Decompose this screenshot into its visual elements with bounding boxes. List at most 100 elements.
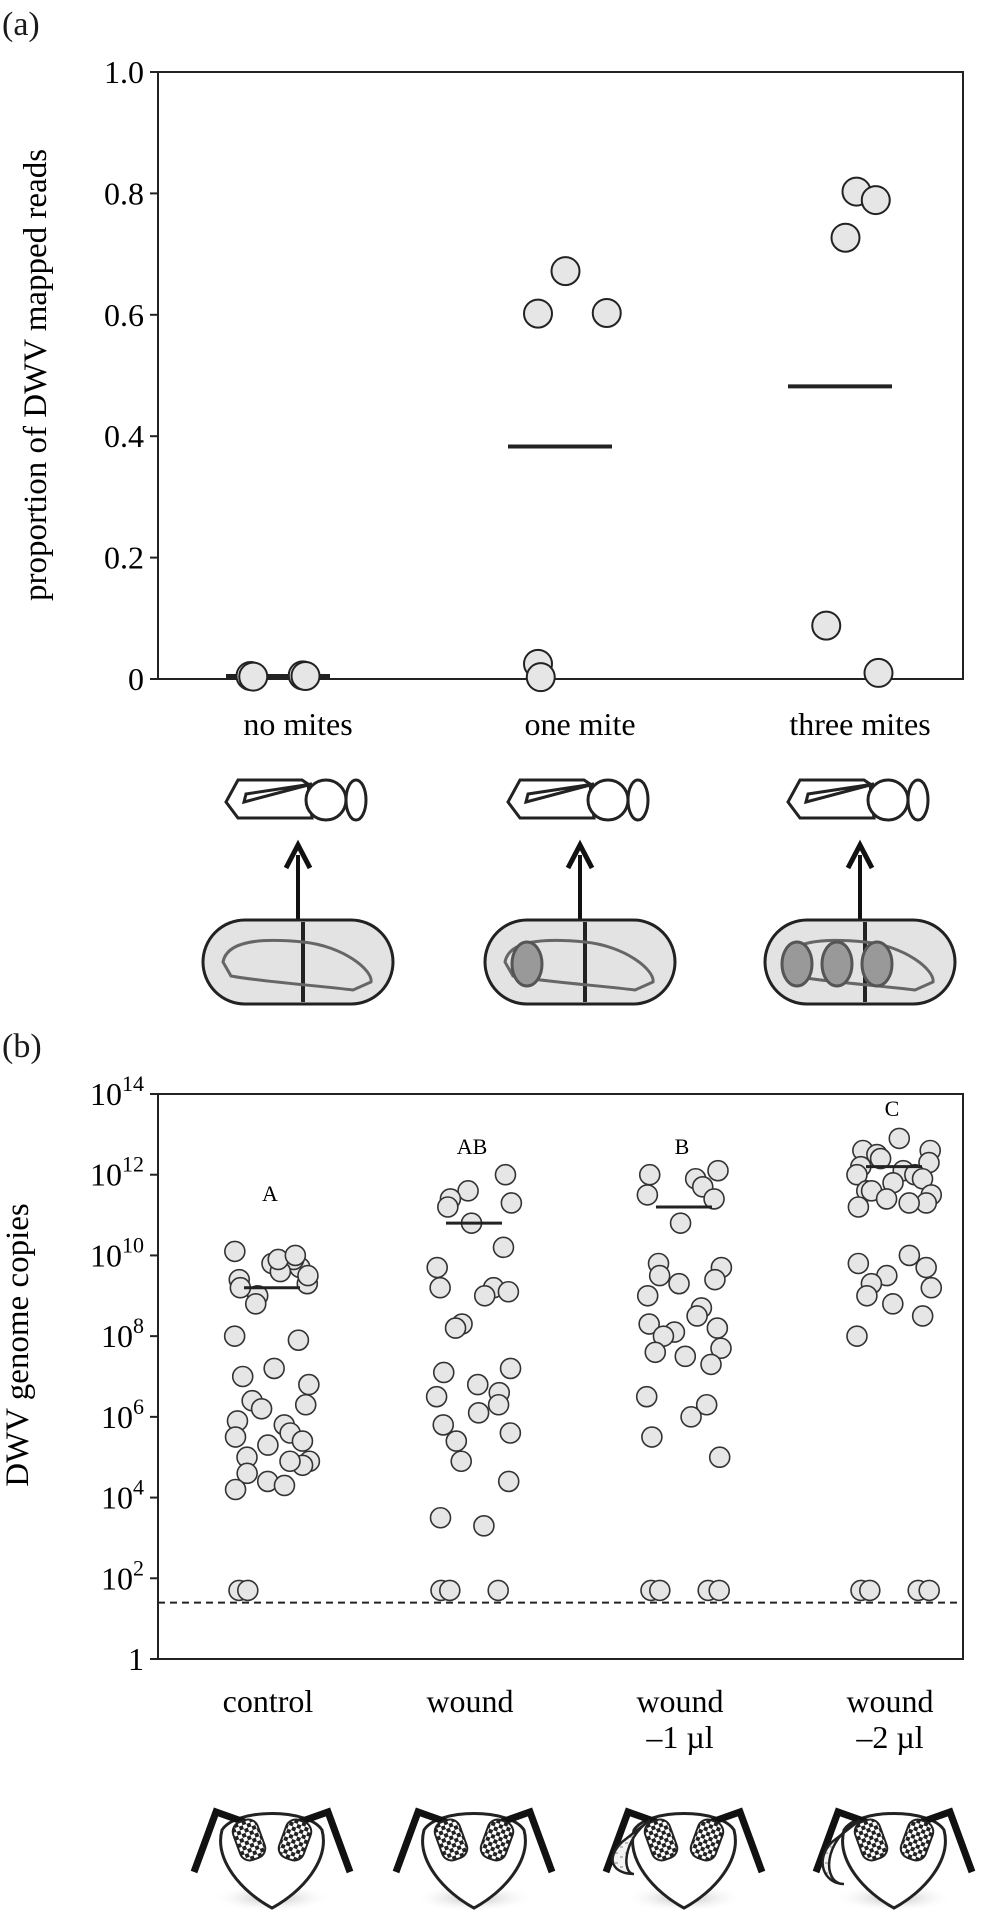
data-point [224,1240,246,1263]
panel-a: 00.20.40.60.81.0 proportion of DWV mappe… [18,54,964,1006]
hemolymph-drop-icon [821,1818,861,1886]
data-point [525,662,556,693]
data-point [284,1244,307,1267]
data-point [648,1264,671,1287]
data-point [497,1280,520,1303]
data-point [429,1276,451,1299]
panel-b-y-axis-label: DWV genome copies [0,1203,36,1486]
data-point [429,1506,452,1529]
data-point [487,1393,510,1416]
mite-icon [780,940,814,988]
data-point [668,1272,690,1295]
data-point [638,1313,660,1335]
data-point [707,1159,729,1182]
brood-cell-icon [201,918,395,1006]
data-point [494,1163,517,1186]
data-point [846,1325,868,1347]
data-point [473,1515,495,1537]
data-point [635,1385,658,1408]
data-point [425,1385,448,1408]
y-tick-label: 0.4 [104,418,144,454]
bee-head-icon [190,1807,354,1912]
data-point [297,1264,319,1287]
x-category-label: one mite [524,706,635,742]
data-point [636,1284,659,1307]
data-point [695,1393,718,1416]
arrow-head [565,839,595,870]
data-point [898,1244,921,1267]
eye-left [643,1818,679,1862]
data-point [686,1305,708,1327]
brood-cell-icon [483,918,677,1006]
data-point [492,1236,515,1259]
data-point [636,1184,659,1206]
eye-right [899,1818,935,1862]
data-point [273,1474,296,1497]
data-point [238,661,269,692]
mite-icon [820,940,854,988]
eye-right [479,1818,515,1862]
y-tick-label: 0.6 [104,297,144,333]
data-point [638,1163,661,1186]
data-point [487,1579,510,1602]
data-point [236,1462,258,1485]
data-point [915,1256,937,1279]
data-point [291,1430,314,1452]
y-tick-label: 0.8 [104,175,144,211]
panel-a-label: (a) [2,6,40,43]
data-point [445,1430,468,1452]
data-point [858,1579,881,1602]
data-point [550,256,581,287]
y-tick-label: 0.2 [104,540,144,576]
x-category-label-line2: –2 µl [855,1719,923,1755]
data-point [918,1579,941,1602]
significance-letter: B [675,1134,690,1159]
data-point [432,1361,455,1384]
data-point [648,1579,671,1602]
y-tick-label: 0 [128,661,144,697]
data-point [811,610,842,641]
data-point [432,1414,455,1436]
eye-left [433,1818,469,1862]
data-point [450,1450,473,1473]
panel-b-frame [157,1093,964,1660]
data-point [856,1284,878,1307]
data-point [710,1337,732,1360]
data-point [290,660,321,691]
data-point [523,298,553,329]
data-point [250,1397,273,1420]
data-point [644,1341,667,1364]
adult-bee-icon [786,778,930,822]
data-point [467,1402,490,1424]
data-point [437,1196,459,1218]
y-tick-label: 1010 [90,1232,144,1273]
data-point [497,1470,520,1493]
y-tick-label: 106 [101,1394,144,1435]
data-point [294,1393,317,1416]
significance-letter: A [262,1181,278,1206]
data-point [704,1268,726,1291]
data-point [499,1357,522,1380]
data-point [244,1293,267,1315]
x-category-label: wound [846,1683,933,1719]
data-point [700,1353,722,1376]
data-point [224,1478,247,1501]
y-tick-label: 1012 [90,1152,144,1193]
bee-head-icon [812,1807,976,1912]
bee-head-icon [392,1807,556,1912]
data-point [500,1192,523,1214]
x-category-label: three mites [789,706,930,742]
x-category-label: control [223,1683,314,1719]
data-point [869,1147,892,1170]
mite-icon [860,940,894,988]
adult-bee-icon [506,778,650,822]
data-point [444,1317,467,1339]
y-tick-label: 1014 [90,1071,144,1112]
panel-b-label: (b) [2,1028,42,1065]
hemolymph-drop-icon [611,1818,651,1876]
x-category-label: no mites [243,706,352,742]
data-point [911,1305,934,1327]
mite-icon [510,940,544,988]
data-point [674,1345,697,1368]
